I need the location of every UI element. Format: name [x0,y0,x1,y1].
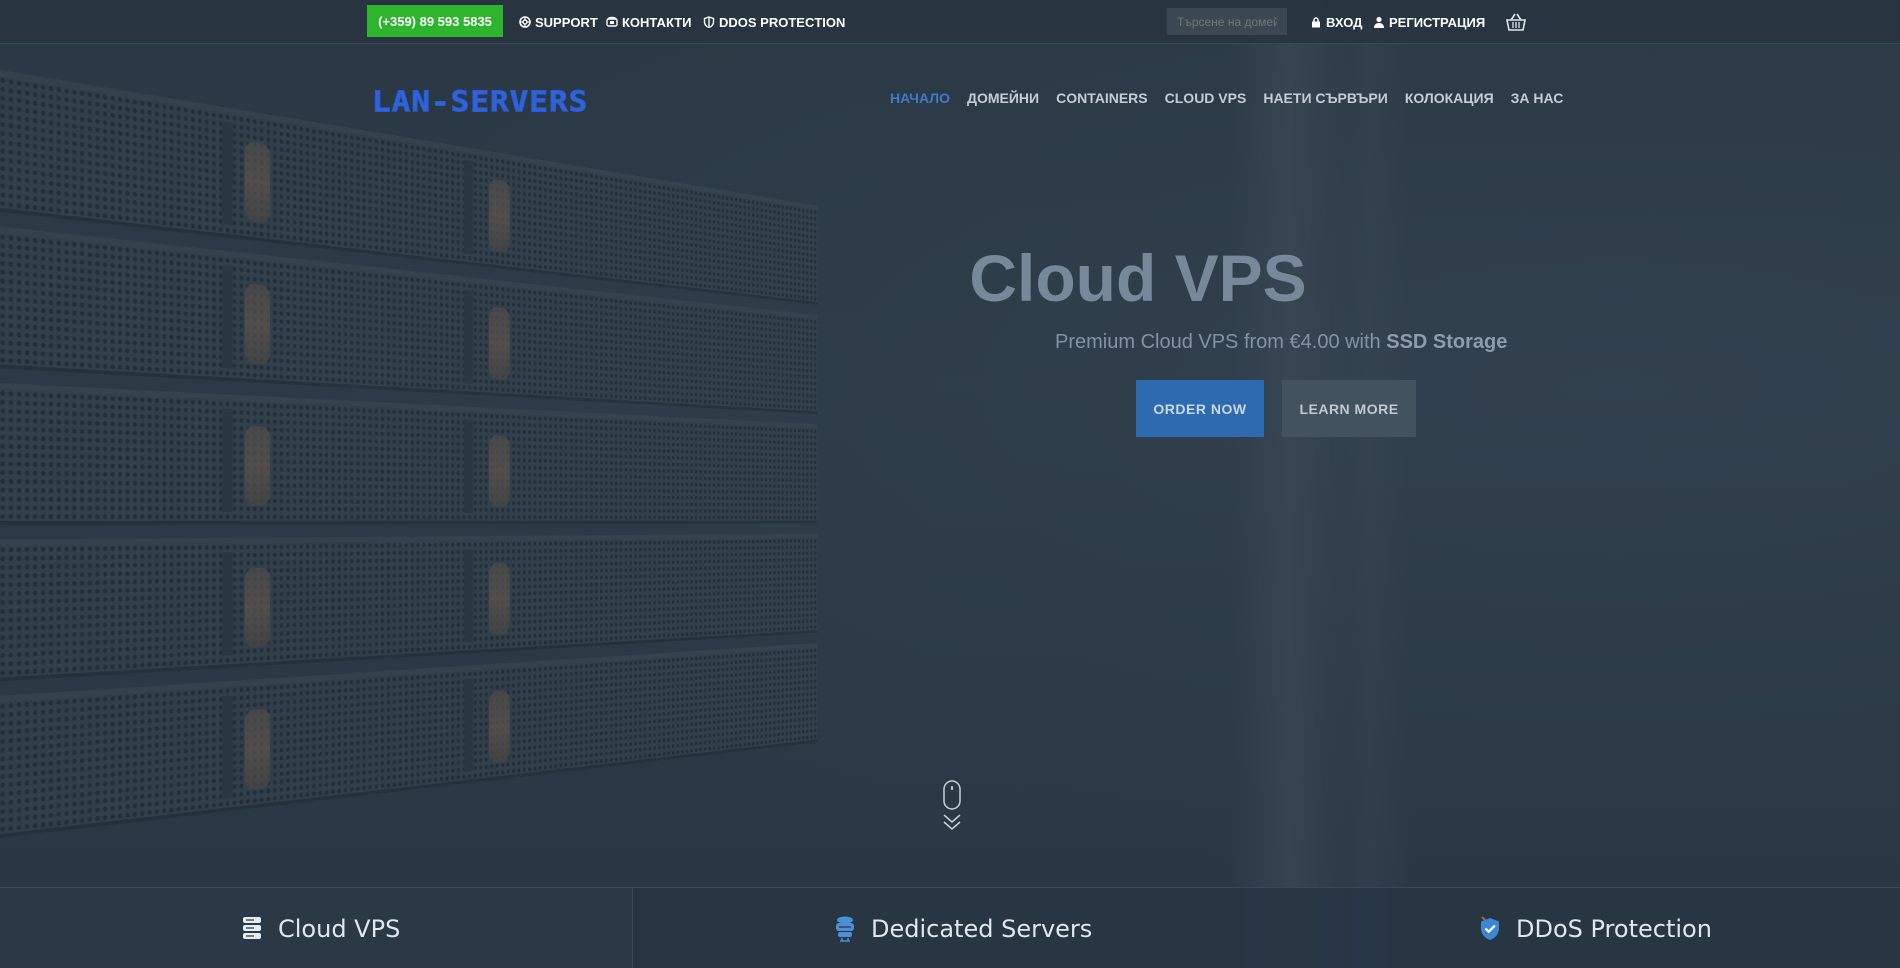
scroll-down-icon[interactable] [940,780,964,832]
learn-more-button[interactable]: LEARN MORE [1282,380,1416,437]
hero-subtitle: Premium Cloud VPS from €4.00 with SSD St… [1055,331,1507,354]
user-icon [1373,16,1385,28]
nav-item-home[interactable]: НАЧАЛО [890,90,950,106]
nav-item-domains[interactable]: ДОМЕЙНИ [967,90,1039,106]
shield-check-icon [1478,915,1502,943]
phone-icon [606,16,618,28]
hero-subtitle-bold: SSD Storage [1386,331,1507,353]
hero-title: Cloud VPS [0,240,1900,316]
order-now-button[interactable]: ORDER NOW [1136,380,1264,437]
nav-item-cloud-vps[interactable]: CLOUD VPS [1165,90,1247,106]
server-rack-image [0,60,817,968]
feature-label: DDoS Protection [1516,915,1712,943]
support-label: SUPPORT [535,15,598,30]
domain-search-input[interactable] [1167,8,1287,35]
nav-item-colocation[interactable]: КОЛОКАЦИЯ [1405,90,1494,106]
contacts-link[interactable]: КОНТАКТИ [606,0,692,44]
login-link[interactable]: ВХОД [1310,0,1362,44]
register-label: РЕГИСТРАЦИЯ [1389,15,1485,30]
nav-item-about[interactable]: ЗА НАС [1511,90,1564,106]
hero-title-text: Cloud VPS [969,240,1306,316]
feature-label: Cloud VPS [278,915,400,943]
lifebuoy-icon [519,16,531,28]
dedicated-server-icon [833,915,857,943]
login-label: ВХОД [1326,15,1362,30]
contacts-label: КОНТАКТИ [622,15,692,30]
ddos-link[interactable]: DDOS PROTECTION [703,0,845,44]
ddos-label: DDOS PROTECTION [719,15,845,30]
shield-icon [703,16,715,28]
nav-item-containers[interactable]: CONTAINERS [1056,90,1148,106]
features-bar: Cloud VPS Dedicated Servers DDoS Protect… [0,887,1900,968]
feature-cloud-vps[interactable]: Cloud VPS [240,888,400,968]
main-nav: НАЧАЛО ДОМЕЙНИ CONTAINERS CLOUD VPS НАЕТ… [890,90,1563,106]
lock-icon [1310,16,1322,28]
nav-item-dedicated-servers[interactable]: НАЕТИ СЪРВЪРИ [1263,90,1388,106]
phone-button[interactable]: (+359) 89 593 5835 [367,5,503,37]
top-bar: (+359) 89 593 5835 SUPPORT КОНТАКТИ DDOS… [0,0,1900,44]
server-icon [240,915,264,943]
register-link[interactable]: РЕГИСТРАЦИЯ [1373,0,1485,44]
feature-ddos-protection[interactable]: DDoS Protection [1478,888,1712,968]
feature-label: Dedicated Servers [871,915,1092,943]
support-link[interactable]: SUPPORT [519,0,598,44]
feature-dedicated-servers[interactable]: Dedicated Servers [833,888,1092,968]
site-logo[interactable]: LAN-SERVERS [372,86,588,123]
basket-icon[interactable] [1505,12,1527,32]
hero-subtitle-prefix: Premium Cloud VPS from €4.00 with [1055,331,1386,353]
